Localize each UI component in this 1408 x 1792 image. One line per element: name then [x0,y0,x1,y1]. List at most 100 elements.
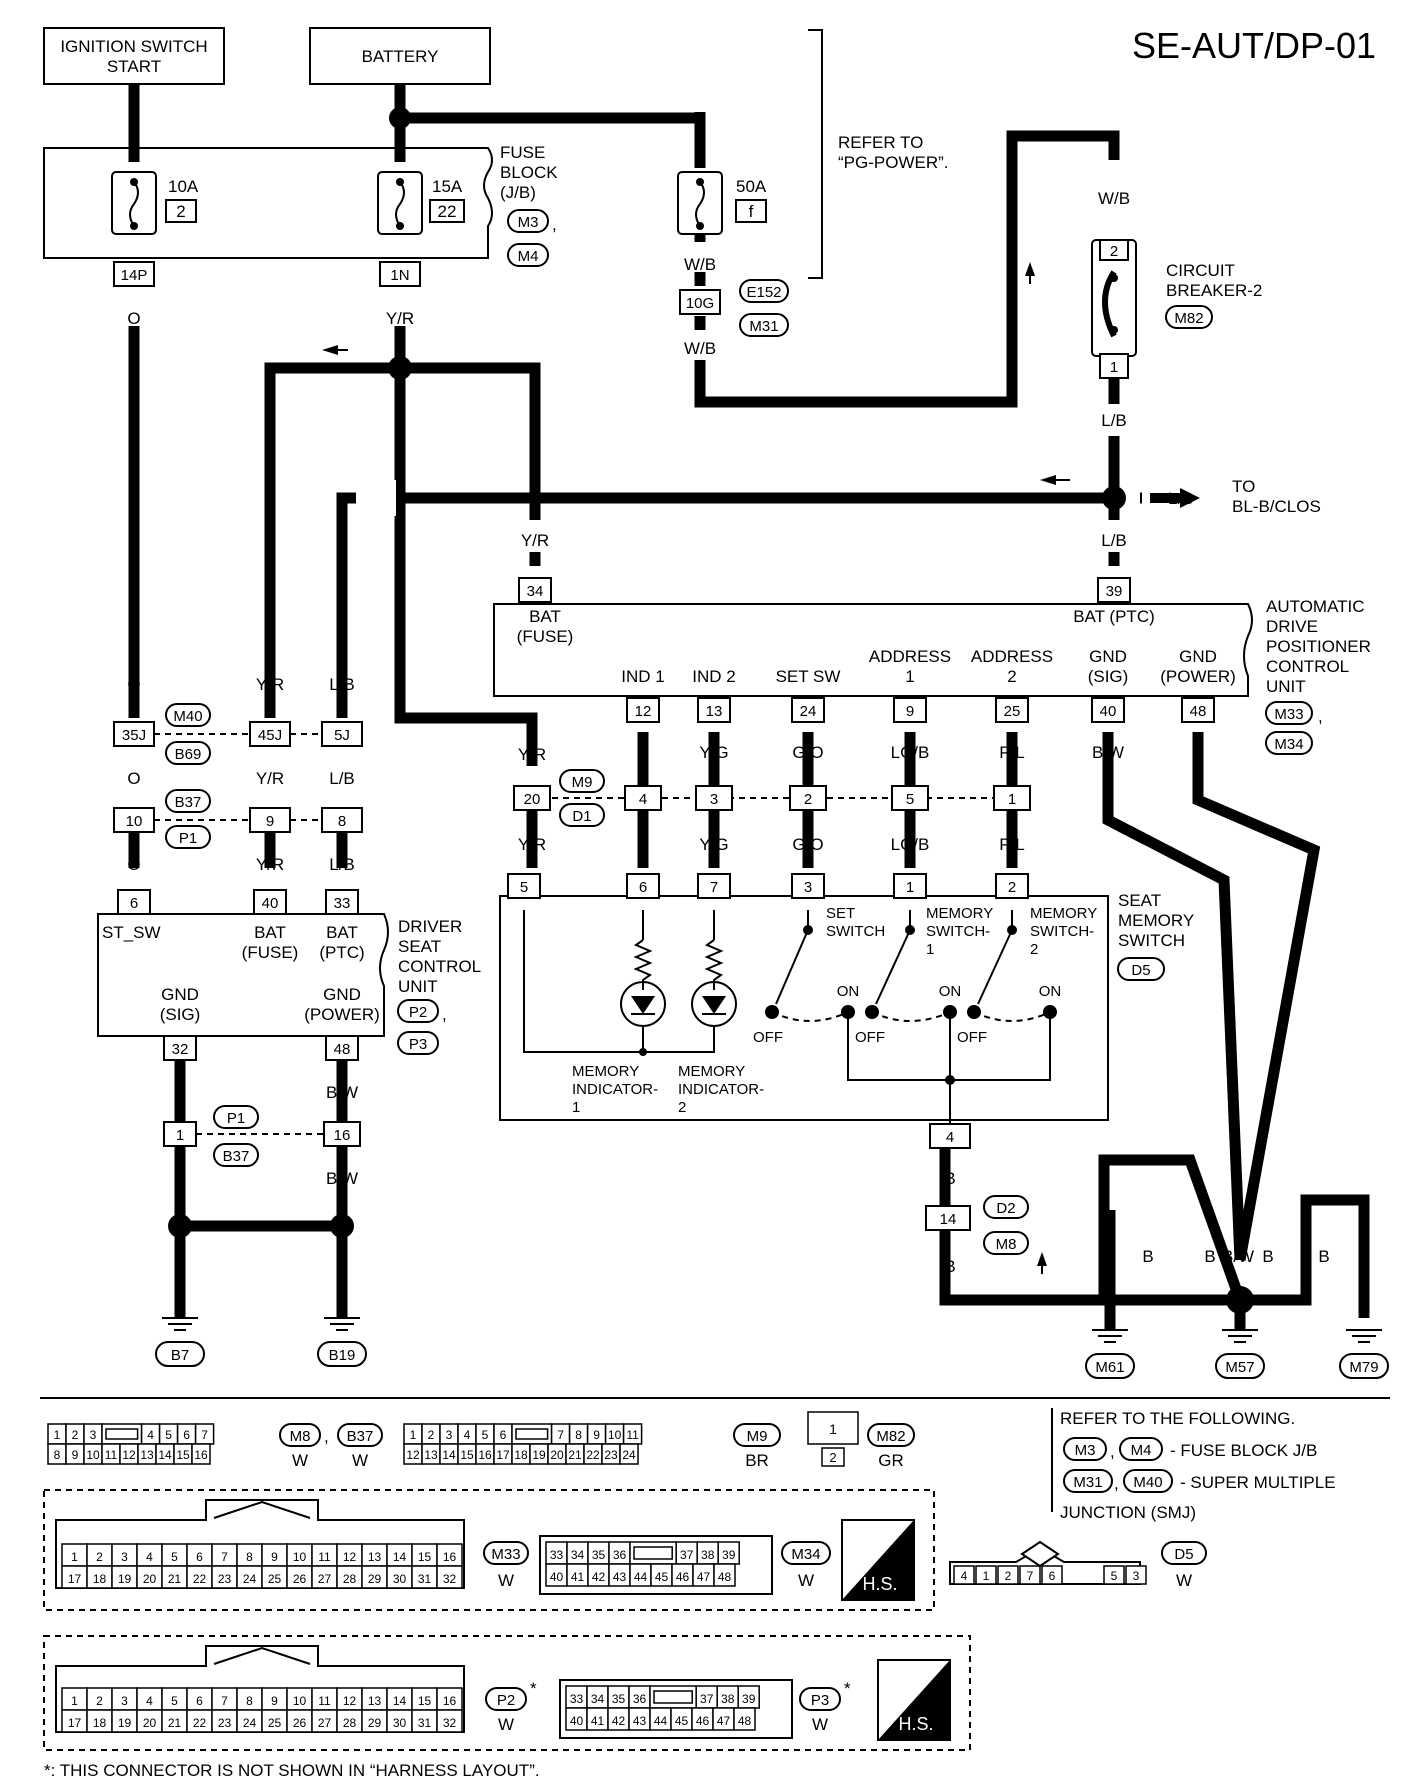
legend-group-box [43,1635,971,1751]
adp-pin-number: 25 [1004,703,1021,720]
legend-cell-number: 17 [496,1448,510,1462]
legend-key [105,1428,139,1440]
svg-text:O: O [127,769,140,788]
svg-text:L/B: L/B [1101,531,1127,550]
legend-key [653,1690,693,1704]
legend-cell [975,1565,997,1585]
svg-text:M3: M3 [1075,1442,1096,1459]
legend-conn-tag [485,1687,527,1711]
legend-cell-number: 39 [722,1548,736,1562]
legend-cell-number: 38 [701,1548,715,1562]
wire-color-label: P [637,835,648,854]
adp-pin-label: 1 [905,667,914,686]
svg-text:(SIG): (SIG) [160,1005,201,1024]
fuse-block-comma: , [552,215,557,234]
fuse-block-outline [43,147,493,259]
refer-power-l1: REFER TO [838,133,923,152]
conn-tag-e152: E152 [746,284,781,301]
fuse-block-label-3: (J/B) [500,183,536,202]
seat-memory-pin [626,873,660,899]
svg-text:(FUSE): (FUSE) [517,627,574,646]
legend-conn-tag [867,1423,915,1447]
legend-cell-number: 4 [961,1569,968,1583]
fuse-50a-num: f [749,202,754,221]
svg-text:Y/R: Y/R [386,309,414,328]
svg-text:D2: D2 [996,1200,1015,1217]
fuse-10a-num: 2 [176,202,185,221]
legend-cell-number: 28 [343,1716,357,1730]
svg-text:D1: D1 [572,808,591,825]
svg-text:39: 39 [1106,583,1123,600]
svg-text:MEMORY: MEMORY [572,1063,639,1080]
legend-cell-number: 6 [196,1550,203,1564]
page-title: SE-AUT/DP-01 [1132,25,1376,66]
legend-cell-number: 19 [532,1448,546,1462]
legend-cell-number: 19 [118,1716,132,1730]
legend-cell-number: 3 [1133,1569,1140,1583]
legend-color: BR [745,1451,769,1470]
svg-text:Y/R: Y/R [256,675,284,694]
legend-cell [191,1443,211,1465]
to-bl-l2: BL-B/CLOS [1232,497,1321,516]
fuse-block-label-2: BLOCK [500,163,558,182]
legend-cell-number: 3 [121,1694,128,1708]
svg-text:BAT: BAT [326,923,358,942]
conn-tag-m3 [507,209,549,233]
svg-text:4: 4 [946,1129,954,1146]
legend-cell-number: 23 [218,1716,232,1730]
legend-cell-number: 2 [428,1428,435,1442]
legend-cell-number: 7 [1027,1569,1034,1583]
svg-text:CIRCUIT: CIRCUIT [1166,261,1235,280]
legend-cell-number: 1 [983,1569,990,1583]
svg-text:W/B: W/B [684,255,716,274]
svg-text:2: 2 [1030,941,1038,958]
seat-memory-pin [697,873,731,899]
svg-text:SWITCH-: SWITCH- [1030,923,1094,940]
legend-cell-number: 47 [717,1714,731,1728]
joint-connector-pin [789,785,827,811]
legend-cell-number: 36 [633,1692,647,1706]
svg-text:M8: M8 [996,1236,1017,1253]
legend-cell-number: 30 [393,1572,407,1586]
wire-color-label: G/O [792,835,823,854]
legend-cell-number: 8 [246,1694,253,1708]
svg-text:Y/R: Y/R [256,855,284,874]
legend-conn-name: M34 [791,1546,820,1563]
joint-connector-number: 1 [1008,791,1016,808]
flow-arrows [322,262,1200,1274]
joint-connector-pin [695,785,733,811]
legend-cell-number: 32 [443,1716,457,1730]
svg-text:OFF: OFF [957,1029,987,1046]
svg-text:ON: ON [939,983,962,1000]
svg-text:2: 2 [678,1099,686,1116]
legend-color: W [812,1715,828,1734]
legend-note: *: THIS CONNECTOR IS NOT SHOWN IN “HARNE… [44,1761,540,1780]
legend-cell-number: 44 [634,1570,648,1584]
ground-wire-labels: B B B B/W B B B [1098,1247,1369,1266]
wire-color-label: LG/B [891,743,930,762]
legend-cell-number: 9 [593,1428,600,1442]
legend-cell-number: 25 [268,1572,282,1586]
conn-tag-m3-label: M3 [518,214,539,231]
svg-text:M31: M31 [1073,1474,1102,1491]
legend-cell-number: 1 [71,1694,78,1708]
legend-cell-number: 41 [591,1714,605,1728]
adp-pin-box [791,697,825,723]
svg-text:- SUPER MULTIPLE: - SUPER MULTIPLE [1180,1473,1336,1492]
conn-tag-m34 [1265,731,1313,755]
hs-badge [878,1660,950,1740]
svg-text:B/W: B/W [1222,1247,1254,1266]
svg-text:INDICATOR-: INDICATOR- [678,1081,764,1098]
svg-text:SWITCH-: SWITCH- [926,923,990,940]
legend-color: W [498,1571,514,1590]
ignition-switch-label-2: START [107,57,161,76]
svg-text:ON: ON [837,983,860,1000]
legend-cell-number: 40 [570,1714,584,1728]
adp-pin-label: ADDRESS [971,647,1053,666]
legend-conn-name: P3 [811,1692,829,1709]
hs-badge [842,1520,914,1600]
legend-asterisk: * [530,1679,537,1698]
legend-cell-number: 14 [158,1448,172,1462]
